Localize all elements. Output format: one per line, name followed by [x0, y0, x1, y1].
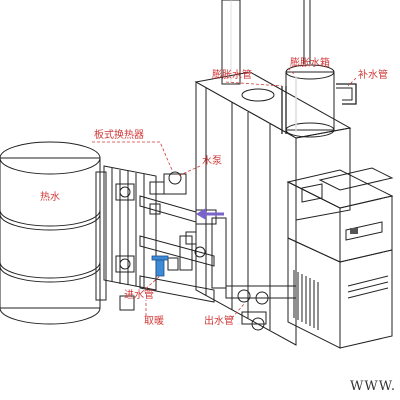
- hot-water-tank: [0, 141, 107, 325]
- plate-heat-exchanger: [103, 165, 157, 291]
- piping: [119, 171, 297, 331]
- boiler-body: [194, 71, 352, 346]
- expansion-tank: [285, 64, 335, 138]
- chimney: [221, 0, 241, 85]
- label-makeup-pipe: 补水管: [358, 68, 388, 81]
- label-inlet-pipe: 进水管: [124, 288, 154, 301]
- watermark: WWW.: [350, 379, 396, 394]
- label-outlet-pipe: 出水管: [204, 314, 234, 327]
- label-plate-exchanger: 板式换热器: [94, 128, 144, 141]
- makeup-pipe: [336, 83, 357, 105]
- expansion-pipe: [281, 86, 287, 134]
- leader-lines: [92, 67, 357, 319]
- vent-pipe: [303, 0, 311, 64]
- label-pump: 水泵: [202, 155, 222, 167]
- label-heating: 取暖: [144, 314, 164, 327]
- label-expansion-pipe: 膨胀水管: [212, 68, 252, 81]
- burner-base: [287, 237, 393, 349]
- flow-arrow: [196, 208, 224, 220]
- control-cabinet: [286, 167, 394, 263]
- label-hot-water: 热水: [40, 190, 60, 203]
- label-expansion-tank: 膨胀水箱: [290, 56, 330, 69]
